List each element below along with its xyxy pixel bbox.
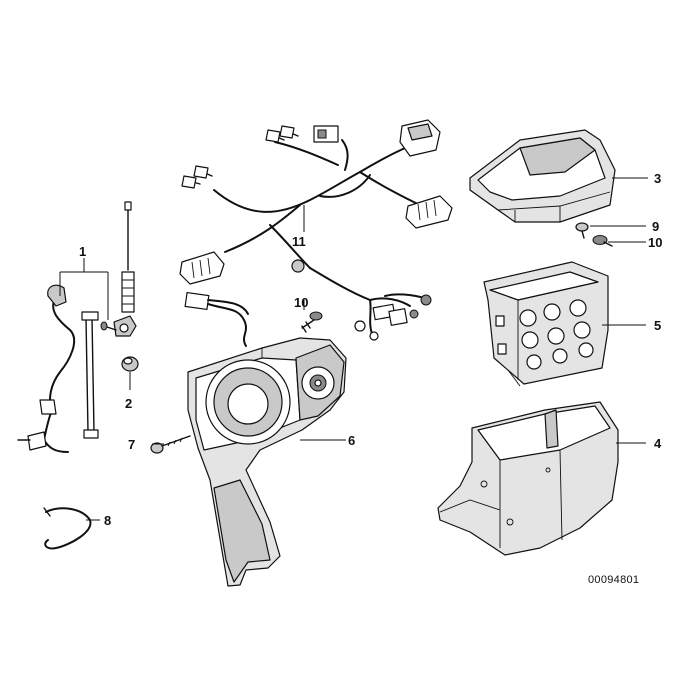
callout-9: 9: [652, 219, 659, 234]
part-3-cover: [469, 129, 616, 223]
speaker-lead: [184, 291, 249, 347]
callouts: 1 2 3 4 5 6 7 8 9 10 10 11: [79, 171, 662, 528]
callout-10-right: 10: [648, 235, 662, 250]
callout-4: 4: [654, 436, 662, 451]
antenna-assembly: [17, 201, 137, 453]
part-7-screw: [150, 435, 191, 454]
part-4-housing: [437, 401, 619, 556]
callout-3: 3: [654, 171, 661, 186]
callout-8: 8: [104, 513, 111, 528]
part-6-speaker-box: [187, 337, 347, 587]
part-10-screw-right: [592, 235, 613, 247]
callout-6: 6: [348, 433, 355, 448]
callout-2: 2: [125, 396, 132, 411]
part-11-harness: [179, 119, 453, 341]
part-2-cap: [121, 356, 139, 372]
document-number: 00094801: [588, 574, 639, 586]
callout-1: 1: [79, 244, 86, 259]
callout-5: 5: [654, 318, 661, 333]
part-10-screw-left: [301, 311, 323, 333]
callout-11: 11: [292, 234, 306, 249]
callout-7: 7: [128, 437, 135, 452]
part-5-holder: [483, 261, 609, 387]
leader-lines: [59, 177, 648, 521]
part-9-screw: [575, 222, 589, 239]
callout-10-left: 10: [294, 295, 308, 310]
part-8-clamp: [43, 507, 92, 550]
